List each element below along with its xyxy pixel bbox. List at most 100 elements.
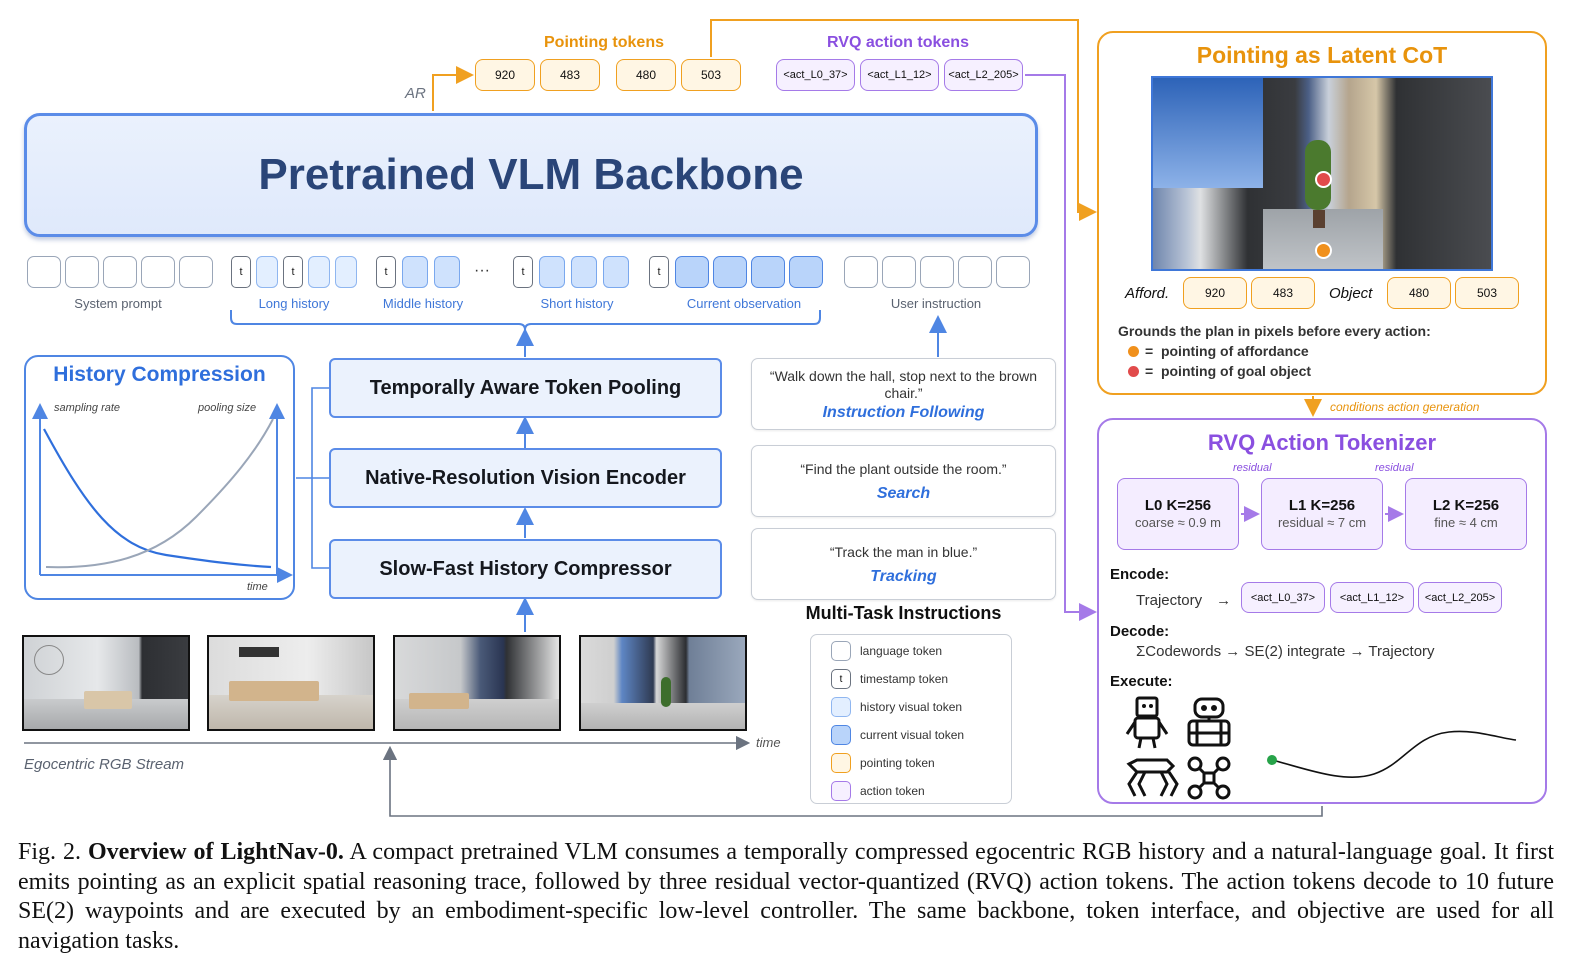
task-name: Search	[876, 485, 931, 502]
residual-label: residual	[1375, 462, 1414, 474]
ar-label: AR	[405, 85, 426, 102]
history-visual-token	[308, 256, 330, 288]
timestamp-token: t	[231, 256, 251, 288]
pointing-token-swatch	[831, 753, 851, 773]
system-prompt-label: System prompt	[74, 296, 162, 311]
current-token-swatch	[831, 725, 851, 745]
task-card: “Walk down the hall, stop next to the br…	[751, 358, 1056, 430]
language-token	[179, 256, 213, 288]
pointing-token: 483	[540, 59, 600, 91]
encoded-action-token: <act_L2_205>	[1418, 582, 1502, 613]
history-visual-token	[539, 256, 565, 288]
language-token	[27, 256, 61, 288]
history-compressor-module: Slow-Fast History Compressor	[329, 539, 722, 599]
conditions-label: conditions action generation	[1330, 400, 1480, 414]
language-token	[996, 256, 1030, 288]
history-compression-chart	[32, 403, 293, 583]
pointing-token: 480	[616, 59, 676, 91]
history-visual-token	[434, 256, 460, 288]
short-history-label: Short history	[540, 296, 614, 311]
history-visual-token	[402, 256, 428, 288]
history-token-swatch	[831, 697, 851, 717]
language-token	[920, 256, 954, 288]
affordance-legend: = pointing of affordance	[1145, 343, 1309, 359]
residual-label: residual	[1233, 462, 1272, 474]
pointing-token: 503	[681, 59, 741, 91]
pointing-token: 920	[475, 59, 535, 91]
rgb-frame	[207, 635, 375, 731]
encoded-action-token: <act_L1_12>	[1330, 582, 1414, 613]
legend-item: language token	[831, 640, 942, 662]
legend-label: timestamp token	[860, 672, 949, 686]
rvq-level-sub: residual ≈ 7 cm	[1277, 515, 1367, 530]
wheeled-robot-icon	[1187, 697, 1231, 747]
caption-bold: Overview of LightNav-0.	[87, 839, 344, 865]
current-observation-label: Current observation	[686, 296, 802, 311]
encode-from: Trajectory →	[1136, 592, 1231, 609]
rvq-level-title: L0 K=256	[1144, 497, 1212, 514]
language-token	[844, 256, 878, 288]
history-visual-token	[335, 256, 357, 288]
encode-from-text: Trajectory	[1136, 592, 1203, 609]
timestamp-token: t	[376, 256, 396, 288]
encoded-action-token: <act_L0_37>	[1241, 582, 1325, 613]
legend-label: current visual token	[860, 728, 965, 742]
decode-text: ΣCodewords → SE(2) integrate → Trajector…	[1136, 643, 1435, 660]
task-quote: “Walk down the hall, stop next to the br…	[769, 368, 1038, 401]
ellipsis: ···	[474, 262, 490, 279]
timestamp-token: t	[649, 256, 669, 288]
humanoid-robot-icon	[1125, 696, 1169, 749]
start-point-icon	[1267, 755, 1277, 765]
pointing-tokens-title: Pointing tokens	[544, 34, 664, 51]
decode-label: Decode:	[1110, 623, 1170, 640]
history-visual-token	[256, 256, 278, 288]
action-token: <act_L2_205>	[944, 59, 1023, 91]
history-compression-title: History Compression	[53, 363, 266, 386]
legend-item: history visual token	[831, 696, 962, 718]
encode-arrow: →	[1216, 592, 1232, 609]
tasks-title: Multi-Task Instructions	[805, 603, 1002, 623]
object-legend: = pointing of goal object	[1145, 363, 1312, 379]
affordance-point-icon	[1315, 242, 1332, 259]
drone-icon	[1187, 756, 1231, 800]
rvq-level-title: L1 K=256	[1288, 497, 1356, 514]
legend-item: current visual token	[831, 724, 964, 746]
rvq-tokenizer-panel: RVQ Action Tokenizer residual residual E…	[1097, 418, 1547, 804]
middle-history-label: Middle history	[382, 296, 464, 311]
rvq-level-sub: fine ≈ 4 cm	[1434, 515, 1498, 530]
timestamp-token: t	[283, 256, 303, 288]
vision-encoder-module: Native-Resolution Vision Encoder	[329, 448, 722, 508]
stream-time-label: time	[756, 735, 781, 750]
language-token	[958, 256, 992, 288]
hc-bracket	[296, 387, 329, 569]
user-instruction-label: User instruction	[890, 296, 982, 311]
long-history-label: Long history	[258, 296, 330, 311]
execute-label: Execute:	[1110, 673, 1173, 690]
cot-title: Pointing as Latent CoT	[1196, 42, 1448, 68]
rvq-level-card: L2 K=256 fine ≈ 4 cm	[1405, 478, 1527, 550]
history-visual-token	[603, 256, 629, 288]
caption-text: A compact pretrained VLM consumes a temp…	[18, 839, 1554, 954]
quadruped-robot-icon	[1126, 758, 1179, 797]
rvq-tokens-title: RVQ action tokens	[827, 34, 969, 51]
afford-token: 483	[1251, 277, 1315, 309]
object-label: Object	[1329, 285, 1373, 302]
legend-item: pointing token	[831, 752, 935, 774]
object-point-icon	[1315, 171, 1332, 188]
legend-label: language token	[860, 644, 943, 658]
token-pooling-module: Temporally Aware Token Pooling	[329, 358, 722, 418]
pooling-size-curve	[45, 418, 274, 569]
trajectory-curve	[1267, 730, 1517, 778]
encode-label: Encode:	[1110, 566, 1170, 583]
object-dot-icon	[1128, 366, 1139, 377]
current-visual-token	[751, 256, 785, 288]
sampling-rate-curve	[43, 428, 272, 569]
vlm-backbone: Pretrained VLM Backbone	[24, 113, 1038, 237]
legend-label: history visual token	[860, 700, 963, 714]
legend-label: pointing token	[860, 756, 935, 770]
history-compression-panel: History Compression sampling rate poolin…	[24, 355, 295, 600]
afford-token: 920	[1183, 277, 1247, 309]
object-token: 480	[1387, 277, 1451, 309]
